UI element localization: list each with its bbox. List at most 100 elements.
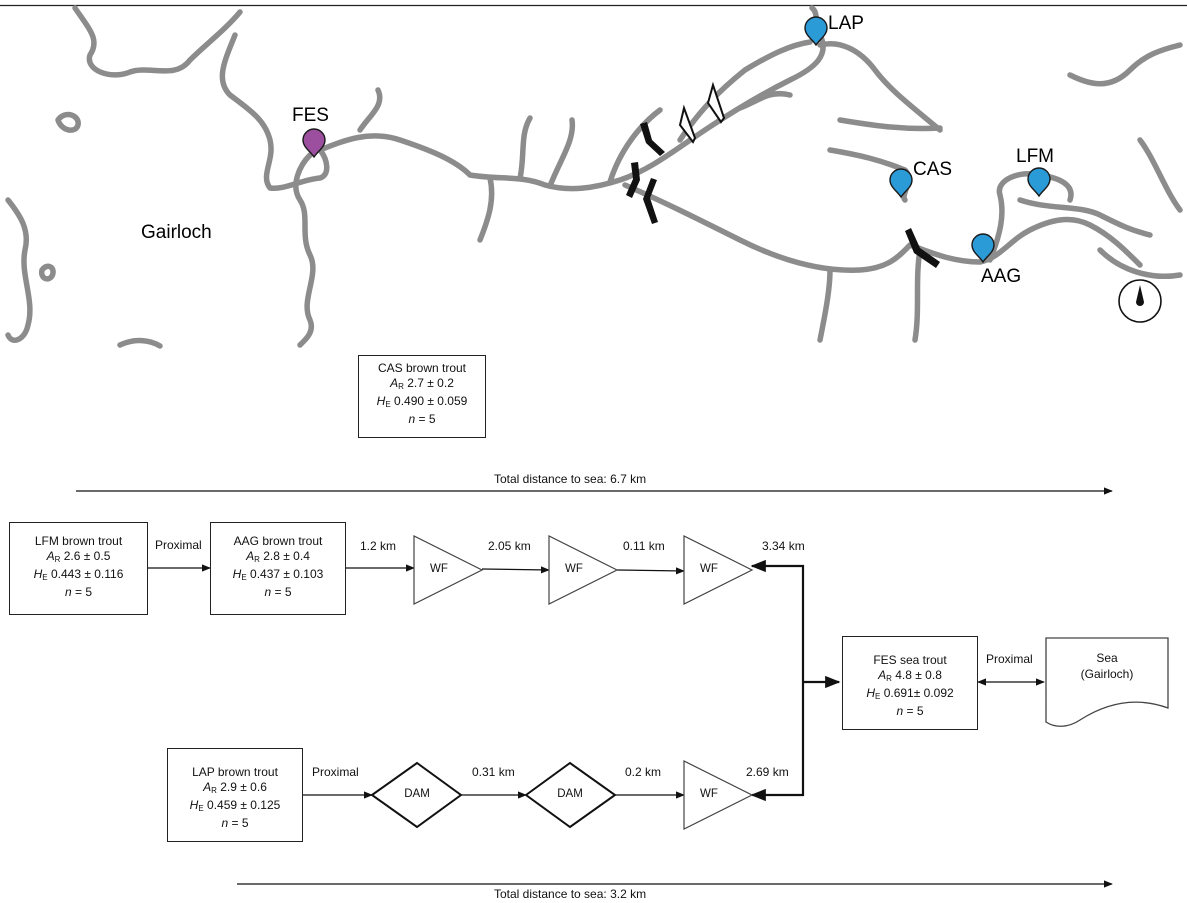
edge-label-lfm-aag: Proximal — [155, 538, 202, 552]
sea-label: Sea (Gairloch) — [1080, 651, 1134, 681]
allelic-richness: 4.8 ± 0.8 — [895, 668, 942, 682]
map-label-gairloch: Gairloch — [141, 222, 212, 243]
population-node-lfm: LFM brown trout AR 2.6 ± 0.5 HE 0.443 ± … — [9, 522, 148, 615]
dam-marker-1 — [640, 122, 665, 156]
waterfall-nodes — [413, 535, 754, 830]
population-node-aag: AAG brown trout AR 2.8 ± 0.4 HE 0.437 ± … — [210, 522, 346, 615]
node-title: CAS brown trout — [377, 361, 467, 375]
river-south-2 — [912, 247, 923, 343]
main-river — [317, 5, 826, 192]
site-pin-fes — [302, 128, 326, 159]
edge-label-dam1-dam2: 0.31 km — [472, 765, 515, 779]
river-east-2 — [1097, 247, 1183, 279]
edge-label-wf2-wf3: 0.11 km — [623, 539, 665, 553]
dam-label: DAM — [404, 788, 430, 800]
site-label-lfm: LFM — [1016, 146, 1054, 167]
lower-river — [622, 182, 1143, 273]
waterfall-node-3 — [683, 535, 754, 605]
river-ne — [1067, 42, 1183, 87]
dam-marker-2 — [626, 162, 640, 198]
map-barriers — [626, 81, 940, 268]
site-pin-lap — [804, 16, 828, 47]
population-node-lap: LAP brown trout AR 2.9 ± 0.6 HE 0.459 ± … — [167, 748, 303, 842]
island-small — [38, 263, 56, 282]
dam-marker-3 — [643, 178, 658, 224]
weir-marker-1 — [678, 104, 697, 144]
coastline-south — [293, 152, 316, 348]
coast-bottom — [117, 337, 163, 349]
population-node-cas: CAS brown trout AR 2.7 ± 0.2 HE 0.490 ± … — [358, 355, 486, 438]
tributary-6 — [677, 39, 813, 143]
heterozygosity: 0.691± 0.092 — [883, 686, 954, 700]
waterfall-label: WF — [430, 563, 448, 575]
tributary-1 — [357, 87, 383, 133]
coast-left-edge — [5, 197, 33, 343]
waterfall-label: WF — [700, 788, 718, 800]
river-map — [5, 5, 1183, 349]
edge-label-wf1-wf2: 2.05 km — [488, 539, 531, 553]
river-lfm-east — [1017, 197, 1153, 238]
edge-label-wf3-fes: 3.34 km — [762, 539, 805, 553]
tributary-7 — [737, 91, 793, 111]
island — [55, 111, 81, 133]
tributary-2 — [477, 175, 495, 243]
site-pin-aag — [971, 233, 995, 264]
allelic-richness: 2.6 ± 0.5 — [63, 549, 111, 563]
edge-label-dam2-wf4: 0.2 km — [625, 765, 662, 779]
river-branch-east-upper — [837, 117, 943, 132]
allelic-richness: 2.9 ± 0.6 — [220, 780, 267, 794]
tributary-5 — [607, 107, 663, 185]
river-east-edge — [1137, 137, 1183, 213]
sea-node — [1045, 637, 1169, 727]
north-arrow-icon — [1118, 279, 1162, 323]
node-title: FES sea trout — [873, 653, 947, 667]
sample-size: 5 — [284, 585, 292, 599]
distance-label-upper: Total distance to sea: 6.7 km — [494, 472, 647, 486]
dam-nodes — [370, 761, 617, 829]
tributary-4 — [547, 117, 576, 189]
dam-node-2 — [524, 761, 617, 829]
distance-label-lower: Total distance to sea: 3.2 km — [494, 887, 647, 901]
node-title: AAG brown trout — [233, 534, 323, 548]
node-title: LAP brown trout — [192, 765, 278, 779]
site-label-fes: FES — [292, 105, 329, 126]
edge-label-wf4-fes: 2.69 km — [746, 765, 789, 779]
sample-size: 5 — [241, 816, 249, 830]
heterozygosity: 0.443 ± 0.116 — [50, 567, 124, 581]
sample-size: 5 — [85, 585, 93, 599]
coastline-north — [72, 5, 243, 78]
sample-size: 5 — [916, 704, 924, 718]
weir-marker-2 — [706, 81, 726, 124]
coastline-west — [219, 32, 330, 191]
edge-label-lap-dam1: Proximal — [312, 765, 359, 779]
heterozygosity: 0.459 ± 0.125 — [207, 798, 281, 812]
waterfall-node-2 — [548, 535, 619, 605]
diagram-connectors — [76, 487, 1113, 888]
heterozygosity: 0.490 ± 0.059 — [394, 394, 468, 408]
edge-label-fes-sea: Proximal — [986, 652, 1033, 666]
site-pin-lfm — [1027, 167, 1051, 198]
site-label-lap: LAP — [828, 13, 864, 34]
tributary-3 — [517, 115, 533, 181]
site-label-aag: AAG — [981, 266, 1022, 287]
waterfall-node-4 — [683, 760, 754, 830]
node-title: LFM brown trout — [34, 534, 123, 548]
waterfall-node-1 — [413, 535, 484, 605]
site-pin-cas — [889, 168, 913, 199]
dam-label: DAM — [557, 788, 583, 800]
sample-size: 5 — [428, 412, 436, 426]
river-south-1 — [817, 267, 833, 343]
edge-label-aag-wf1: 1.2 km — [360, 539, 397, 553]
allelic-richness: 2.8 ± 0.4 — [263, 549, 310, 563]
allelic-richness: 2.7 ± 0.2 — [407, 376, 454, 390]
site-pins — [302, 16, 1051, 264]
waterfall-label: WF — [565, 563, 583, 575]
waterfall-label: WF — [700, 563, 718, 575]
site-label-cas: CAS — [913, 159, 953, 180]
river-lfm — [987, 171, 1074, 263]
heterozygosity: 0.437 ± 0.103 — [250, 567, 324, 581]
population-node-fes: FES sea trout AR 4.8 ± 0.8 HE 0.691± 0.0… — [842, 636, 978, 730]
river-branch-north — [817, 41, 943, 133]
dam-node-1 — [370, 761, 463, 829]
